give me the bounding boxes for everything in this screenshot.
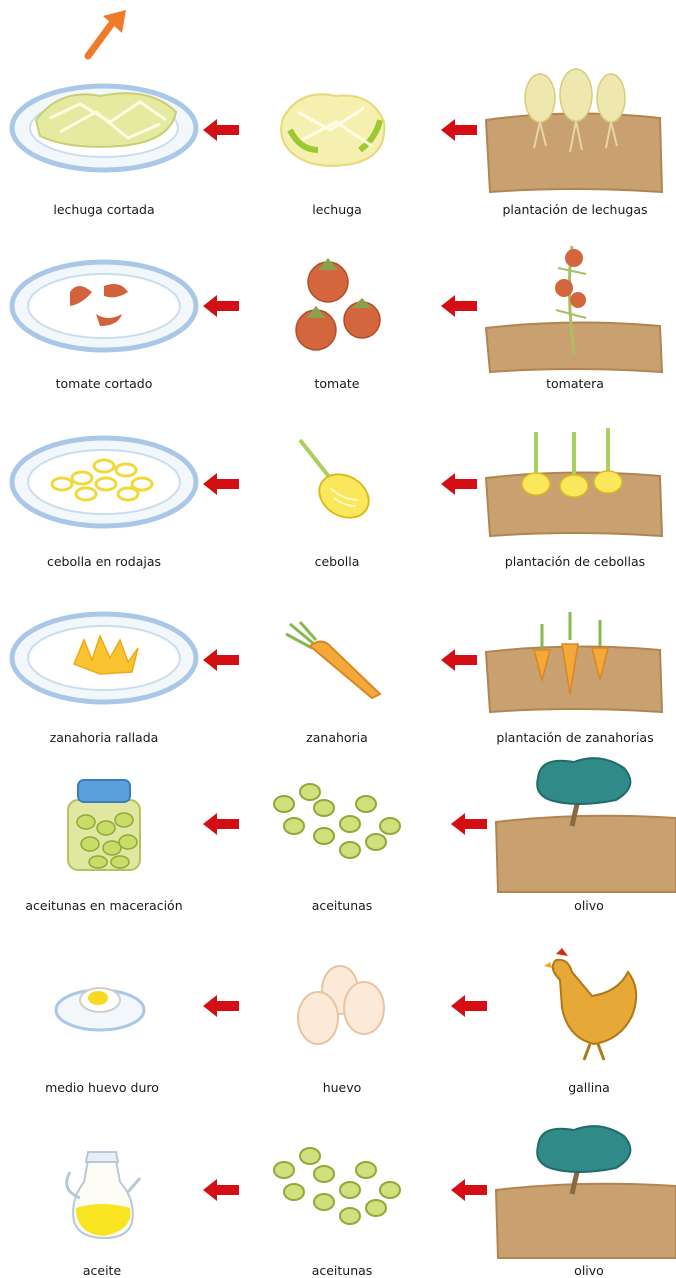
label-plantacion-cebollas: plantación de cebollas (465, 554, 676, 569)
label-aceitunas-2: aceitunas (232, 1263, 452, 1278)
olive-tree-image (496, 758, 676, 892)
red-arrow-icon (203, 813, 239, 835)
label-zanahoria-rallada: zanahoria rallada (0, 730, 214, 745)
label-plantacion-lechugas: plantación de lechugas (465, 202, 676, 217)
red-arrow-icon (441, 473, 477, 495)
label-olivo: olivo (479, 898, 676, 913)
carrot-image (286, 622, 380, 698)
label-tomate: tomate (227, 376, 447, 391)
red-arrow-icon (203, 473, 239, 495)
label-zanahoria: zanahoria (227, 730, 447, 745)
red-arrow-icon (451, 1179, 487, 1201)
tomato-plant-image (486, 246, 662, 372)
red-arrow-icon (203, 649, 239, 671)
plate-onion-slices (12, 438, 196, 526)
label-tomate-cortado: tomate cortado (0, 376, 214, 391)
label-lechuga: lechuga (227, 202, 447, 217)
red-arrow-icon (441, 119, 477, 141)
olives-image (274, 1148, 400, 1224)
lettuce-field-image (486, 69, 662, 192)
olives-image (274, 784, 400, 858)
olive-tree-image (496, 1126, 676, 1258)
oil-cruet-image (67, 1152, 140, 1238)
label-plantacion-zanahorias: plantación de zanahorias (465, 730, 676, 745)
red-arrow-icon (203, 995, 239, 1017)
orange-arrow-icon (88, 10, 126, 56)
red-arrow-icon (203, 295, 239, 317)
olive-jar-image (68, 780, 140, 870)
plate-cut-lettuce (12, 86, 196, 170)
label-lechuga-cortada: lechuga cortada (0, 202, 214, 217)
hen-image (544, 948, 636, 1060)
red-arrow-icon (451, 813, 487, 835)
eggs-image (298, 966, 384, 1044)
label-cebolla: cebolla (227, 554, 447, 569)
label-tomatera: tomatera (465, 376, 676, 391)
plate-grated-carrot (12, 614, 196, 702)
label-aceitunas: aceitunas (232, 898, 452, 913)
label-medio-huevo-duro: medio huevo duro (0, 1080, 212, 1095)
label-huevo: huevo (232, 1080, 452, 1095)
red-arrow-icon (203, 119, 239, 141)
carrot-field-image (486, 612, 662, 712)
red-arrow-icon (203, 1179, 239, 1201)
label-aceitunas-maceracion: aceitunas en maceración (0, 898, 214, 913)
red-arrow-icon (451, 995, 487, 1017)
red-arrow-icon (441, 295, 477, 317)
label-olivo-2: olivo (479, 1263, 676, 1278)
plate-cut-tomato (12, 262, 196, 350)
lettuce-image (281, 94, 384, 165)
label-cebolla-rodajas: cebolla en rodajas (0, 554, 214, 569)
onion-image (300, 440, 377, 526)
label-aceite: aceite (0, 1263, 212, 1278)
plate-half-egg (56, 988, 144, 1030)
red-arrow-icon (441, 649, 477, 671)
onion-field-image (486, 428, 662, 536)
tomato-image (296, 258, 380, 350)
label-gallina: gallina (479, 1080, 676, 1095)
